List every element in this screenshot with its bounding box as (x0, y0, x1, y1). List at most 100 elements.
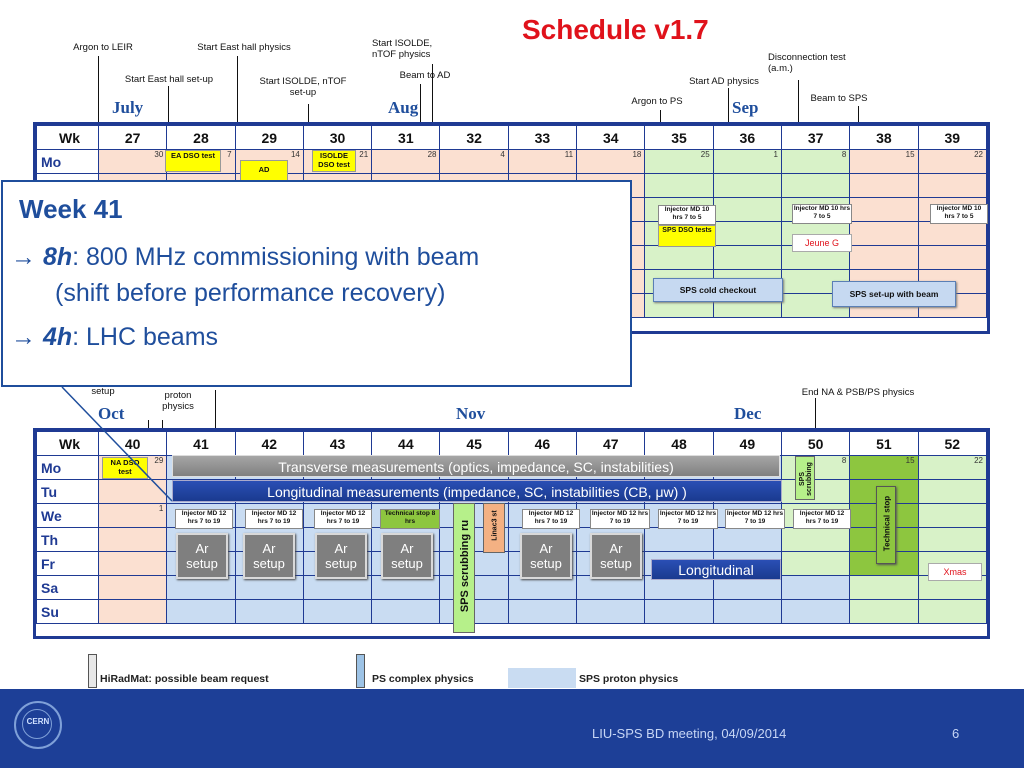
arrow-line (215, 390, 216, 450)
injector-md-box: Injector MD 12 hrs 7 to 19 (245, 509, 303, 529)
date-cell: 11 (507, 149, 578, 174)
week-cell: 31 (371, 125, 441, 150)
week-cell: 52 (917, 431, 988, 456)
sps-cold-checkout-box: SPS cold checkout (653, 278, 783, 302)
row-label-sa: Sa (36, 575, 99, 600)
xmas-box: Xmas (928, 563, 982, 581)
annotation-disconnection-test: Disconnection test (a.m.) (768, 52, 846, 74)
annotation-beam-to-sps: Beam to SPS (810, 93, 868, 104)
annotation-setup: setup (91, 386, 115, 397)
date-cell: 22 (917, 149, 988, 174)
annotation-isolde-physics: Start ISOLDE, nTOF physics (372, 38, 433, 60)
row-label-fr: Fr (36, 551, 99, 576)
month-dec: Dec (734, 404, 762, 423)
annotation-ad-physics: Start AD physics (689, 76, 759, 87)
week-cell: 49 (712, 431, 782, 456)
injector-md-box: Injector MD 12 hrs 7 to 19 (658, 509, 718, 529)
na-dso-test-box: NA DSO test (102, 457, 148, 479)
technical-stop-8hrs-box: Technical stop 8 hrs (380, 509, 440, 529)
injector-md-box: Injector MD 10 hrs 7 to 5 (930, 204, 988, 224)
date-cell: 22 (917, 455, 988, 480)
month-oct: Oct (98, 404, 125, 423)
date-cell: 15 (849, 149, 919, 174)
injector-md-box: Injector MD 10 hrs 7 to 5 (792, 204, 852, 224)
sps-scrubbing-box: SPS scrubbing (795, 456, 815, 500)
ar-setup-box: Ar setup (315, 533, 367, 579)
annotation-beam-to-ad: Beam to AD (399, 70, 451, 81)
date-cell: 15 (849, 455, 919, 480)
week-cell: 39 (917, 125, 988, 150)
row-label-wk: Wk (36, 431, 99, 456)
annotation-isolde-setup: Start ISOLDE, nTOF set-up (259, 76, 347, 98)
week-cell: 38 (849, 125, 919, 150)
week-cell: 48 (644, 431, 714, 456)
row-label-tu: Tu (36, 479, 99, 504)
month-nov: Nov (456, 404, 486, 423)
ps-complex-legend-swatch (356, 654, 365, 688)
injector-md-box: Injector MD 12 hrs 7 to 19 (590, 509, 650, 529)
hiradmat-legend-swatch (88, 654, 97, 688)
week-cell: 41 (166, 431, 236, 456)
row-label-th: Th (36, 527, 99, 552)
date-cell: 8 (780, 149, 851, 174)
row-label-we: We (36, 503, 99, 528)
week-cell: 46 (507, 431, 578, 456)
jeune-g-box: Jeune G (792, 234, 852, 252)
injector-md-box: Injector MD 10 hrs 7 to 5 (658, 205, 716, 225)
arrow-line (815, 398, 816, 448)
footer-bar: CERN LIU-SPS BD meeting, 04/09/2014 6 (0, 689, 1024, 768)
week-cell: 37 (780, 125, 851, 150)
date-cell: 30 (97, 149, 168, 174)
arrow-icon: → (11, 323, 36, 351)
arrow-line (237, 56, 238, 180)
ar-setup-box: Ar setup (520, 533, 572, 579)
callout-heading: Week 41 (19, 194, 123, 224)
legend-hiradmat: HiRadMat: possible beam request (100, 673, 269, 685)
date-cell: 4 (439, 149, 509, 174)
row-label-su: Su (36, 599, 99, 624)
week-cell: 27 (97, 125, 168, 150)
sps-setup-with-beam-box: SPS set-up with beam (832, 281, 956, 307)
annotation-argon-leir: Argon to LEIR (73, 42, 133, 53)
injector-md-box: Injector MD 12 hrs 7 to 19 (522, 509, 580, 529)
arrow-line (798, 80, 799, 160)
annotation-end-na-physics: End NA & PSB/PS physics (801, 387, 915, 398)
annotation-east-physics: Start East hall physics (197, 42, 291, 53)
injector-md-box: Injector MD 12 hrs 7 to 19 (314, 509, 372, 529)
week-cell: 32 (439, 125, 509, 150)
row-label-mo: Mo (36, 149, 99, 174)
sps-dso-tests-box: SPS DSO tests (658, 225, 716, 247)
annotation-argon-to-ps: Argon to PS (631, 96, 683, 107)
isolde-dso-test-box: ISOLDE DSO test (312, 150, 356, 172)
callout-pointer (61, 386, 173, 502)
callout-line-2: → 4h: LHC beams (11, 323, 219, 351)
injector-md-box: Injector MD 12 hrs 7 to 19 (175, 509, 233, 529)
date-cell: 1 (712, 149, 782, 174)
callout-line-1b: (shift before performance recovery) (55, 279, 446, 307)
technical-stop-box: Technical stop (876, 486, 896, 564)
week41-callout: Week 41 → 8h: 800 MHz commissioning with… (1, 180, 632, 387)
date-cell: 18 (576, 149, 646, 174)
month-aug: Aug (388, 98, 419, 117)
sps-scrubbing-run-box: SPS scrubbing ru (453, 503, 475, 633)
week-cell: 28 (166, 125, 236, 150)
week-cell: 44 (371, 431, 441, 456)
month-july: July (112, 98, 144, 117)
week-cell: 42 (234, 431, 304, 456)
ar-setup-box: Ar setup (243, 533, 295, 579)
ea-dso-test-box: EA DSO test (165, 150, 221, 172)
footer-meeting-text: LIU-SPS BD meeting, 04/09/2014 (592, 726, 787, 741)
week-cell: 36 (712, 125, 782, 150)
annotation-east-setup: Start East hall set-up (124, 74, 214, 85)
transverse-measurements-bar: Transverse measurements (optics, impedan… (172, 455, 780, 477)
annotation-proton-physics: proton physics (162, 390, 194, 412)
week-cell: 34 (576, 125, 646, 150)
injector-md-box: Injector MD 12 hrs 7 to 19 (793, 509, 851, 529)
week-cell: 43 (302, 431, 373, 456)
injector-md-box: Injector MD 12 hrs 7 to 19 (725, 509, 785, 529)
row-label-wk: Wk (36, 125, 99, 150)
callout-line-1: → 8h: 800 MHz commissioning with beam (11, 243, 480, 271)
date-cell: 28 (371, 149, 441, 174)
ar-setup-box: Ar setup (176, 533, 228, 579)
date-cell: 8 (780, 455, 851, 480)
